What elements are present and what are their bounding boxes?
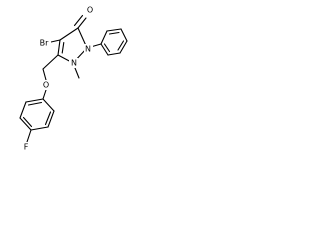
atom-n2: N xyxy=(85,45,91,54)
bond-c4-c3 xyxy=(59,27,79,41)
bond-o-aryl xyxy=(42,89,47,100)
fluorophenyl-bond-5 xyxy=(19,101,27,119)
fluorophenyl-double-1 xyxy=(44,111,52,126)
atom-n1: N xyxy=(71,59,77,68)
phenyl-double-2 xyxy=(117,40,125,51)
fluorophenyl-bond-1 xyxy=(42,98,55,112)
atom-o-ether: O xyxy=(43,81,49,90)
fluorophenyl-bond-3 xyxy=(30,126,49,131)
fluorophenyl-double-2 xyxy=(22,116,33,128)
atom-o-carbonyl: O xyxy=(87,6,93,15)
atom-f: F xyxy=(24,143,29,152)
fluorophenyl-bond-6 xyxy=(25,98,44,103)
phenyl-bond-5 xyxy=(107,52,121,56)
phenyl-double-3 xyxy=(103,43,111,53)
structure-diagram: O Br N N O F xyxy=(19,5,128,152)
bond-c3-o-carbonyl xyxy=(77,17,87,29)
bond-c-f xyxy=(26,129,32,143)
fluorophenyl-bond-4 xyxy=(19,117,32,131)
bond-c5-c4 xyxy=(57,39,61,56)
bond-c4-br xyxy=(50,39,61,43)
phenyl-bond-6 xyxy=(100,43,109,56)
fluorophenyl-double-3 xyxy=(27,101,43,106)
phenyl-double-1 xyxy=(108,31,120,35)
phenyl-bond-2 xyxy=(106,28,122,32)
bond-c5-ch2 xyxy=(42,54,59,70)
bond-c3-o-carbonyl-double xyxy=(73,14,84,27)
fluorophenyl-bond-2 xyxy=(47,110,55,128)
phenyl-bond-4 xyxy=(119,40,128,54)
bond-c5-c4-double xyxy=(61,41,65,54)
phenyl-bond-1 xyxy=(100,30,108,45)
atom-br: Br xyxy=(40,39,49,48)
bond-ch2-o xyxy=(42,68,47,81)
phenyl-bond-3 xyxy=(120,28,128,42)
